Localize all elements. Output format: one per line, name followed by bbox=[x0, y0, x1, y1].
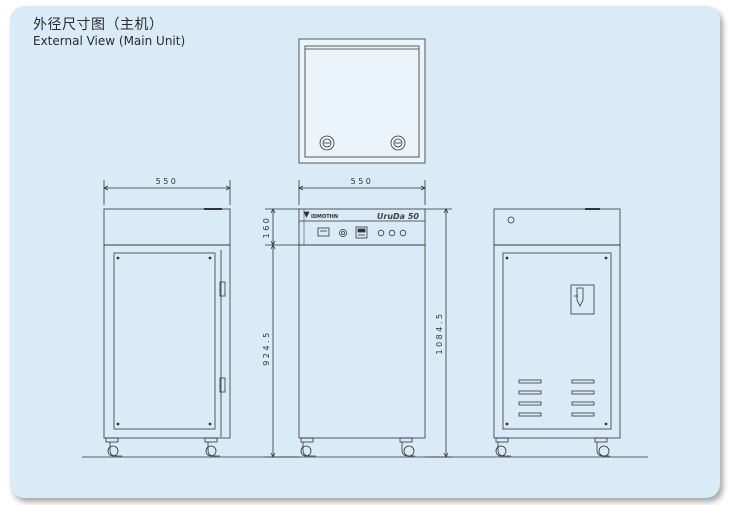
rear-view bbox=[493, 208, 621, 457]
display-icon bbox=[317, 227, 330, 237]
model-label: UruDa 50 bbox=[377, 212, 420, 221]
door-handle-icon bbox=[570, 284, 595, 315]
vent-slots bbox=[518, 379, 595, 417]
top-view bbox=[298, 38, 426, 164]
page-title-cn: 外径尺寸图（主机） bbox=[33, 17, 164, 33]
top-caster-left-icon bbox=[319, 135, 335, 151]
power-switch-icon bbox=[339, 229, 347, 237]
indicator-lamp-1-icon bbox=[377, 229, 385, 237]
panel-height-label: 160 bbox=[262, 216, 271, 239]
body-height-label: 924.5 bbox=[262, 330, 271, 365]
total-height-label: 1084.5 bbox=[435, 312, 444, 355]
rear-port-icon bbox=[507, 216, 515, 224]
side-width-label: 550 bbox=[156, 177, 179, 186]
brand-logo-icon bbox=[303, 211, 310, 218]
front-width-label: 550 bbox=[351, 177, 374, 186]
side-view bbox=[103, 180, 231, 457]
controller-icon bbox=[355, 226, 368, 239]
indicator-lamp-2-icon bbox=[388, 229, 396, 237]
page-title-en: External View (Main Unit) bbox=[33, 34, 186, 48]
front-view bbox=[265, 180, 452, 458]
brand-label: IDMOTHN bbox=[311, 214, 338, 220]
indicator-lamp-3-icon bbox=[399, 229, 407, 237]
top-caster-right-icon bbox=[390, 135, 406, 151]
